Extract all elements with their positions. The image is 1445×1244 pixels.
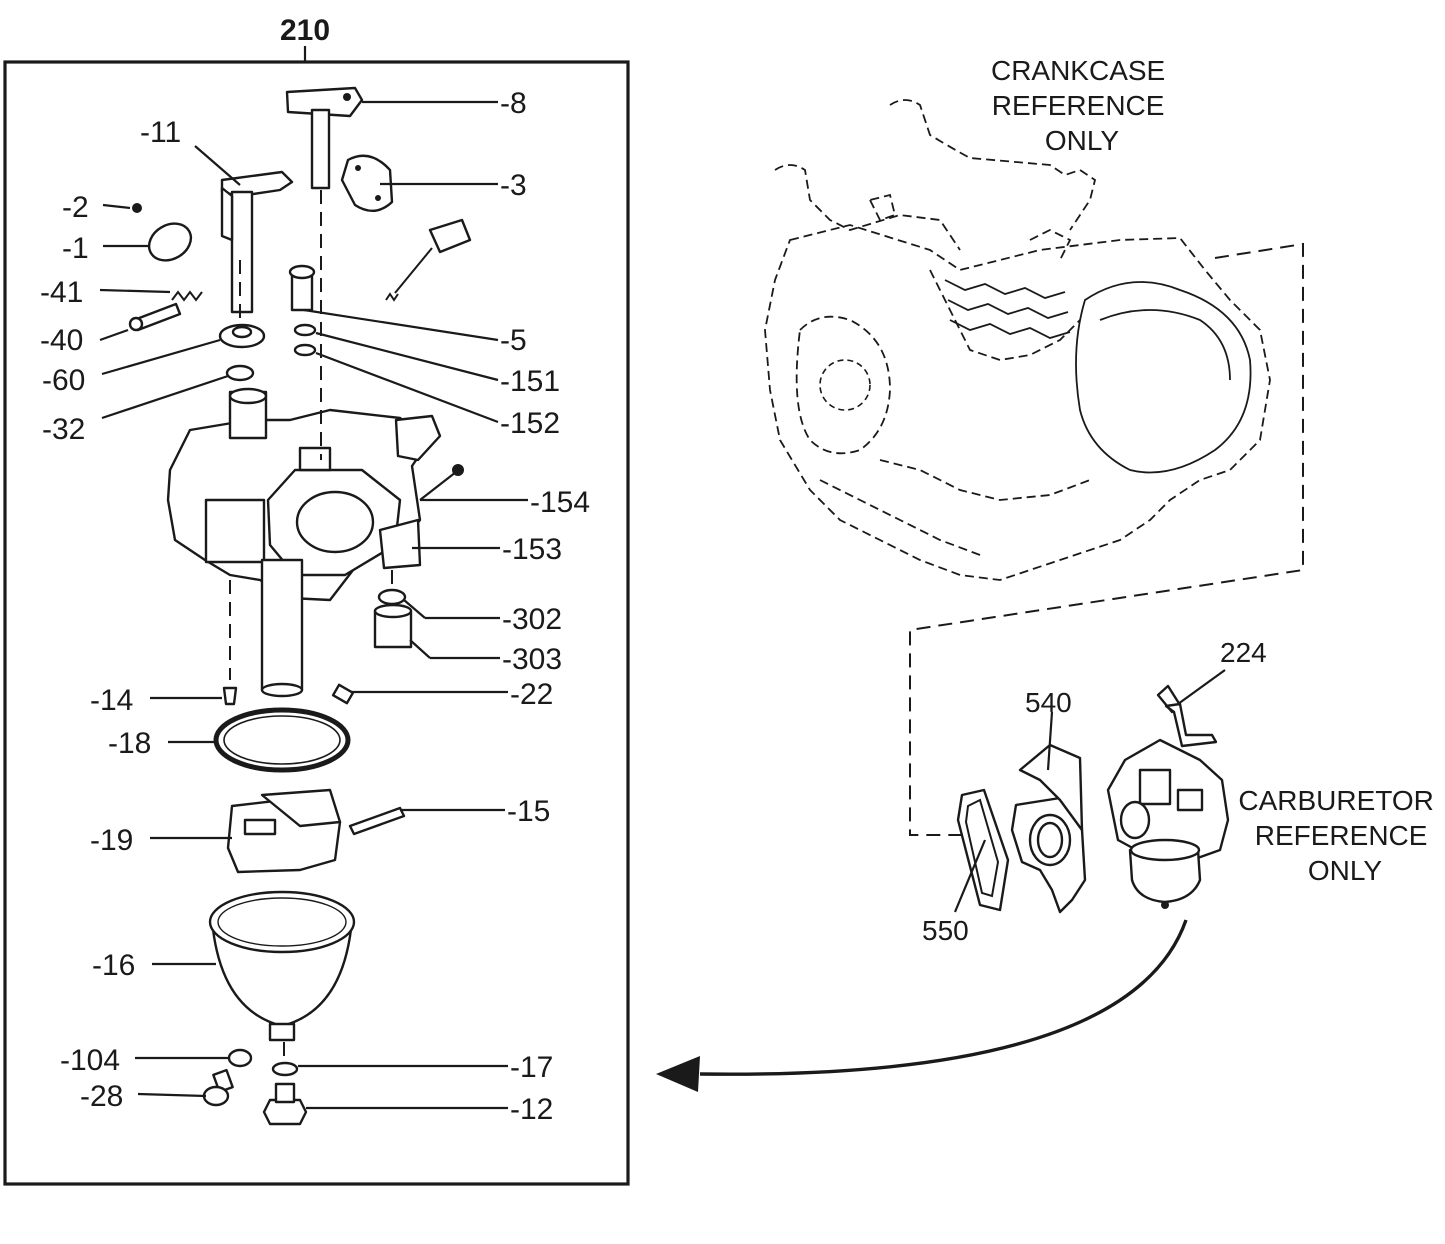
carburetor-reference: CARBURETOR REFERENCE ONLY <box>922 637 1441 946</box>
callout-152: -152 <box>500 407 560 440</box>
washer-104-part <box>227 1048 253 1068</box>
callout-550: 550 <box>922 915 969 946</box>
callout-5: -5 <box>500 324 527 357</box>
callout-labels: -8 -11 -3 -2 -1 -41 -5 -40 -151 -60 -152… <box>40 87 590 1126</box>
choke-plate-part <box>340 154 394 212</box>
reference-arrow <box>656 919 1188 1092</box>
callout-153: -153 <box>502 533 562 566</box>
bowl-gasket-18-part <box>213 707 351 773</box>
callout-151: -151 <box>500 365 560 398</box>
callout-40: -40 <box>40 324 83 357</box>
oring-302-part <box>377 588 407 606</box>
callout-303: -303 <box>502 643 562 676</box>
callout-302: -302 <box>502 603 562 636</box>
drain-screw-28-part <box>202 1068 234 1107</box>
assembly-frame: 210 <box>3 14 630 1186</box>
callout-17: -17 <box>510 1051 553 1084</box>
crankcase-note: CRANKCASE REFERENCE ONLY <box>991 55 1173 156</box>
callout-28: -28 <box>80 1080 123 1113</box>
callout-19: -19 <box>90 824 133 857</box>
bushing-60-part <box>218 323 266 349</box>
oring-32-part <box>225 364 255 382</box>
callout-154: -154 <box>530 486 590 519</box>
carburetor-ref-part <box>1106 738 1230 909</box>
callout-22: -22 <box>510 678 553 711</box>
lever-224-part <box>1156 684 1218 748</box>
callout-11: -11 <box>140 116 181 149</box>
float-bowl-16-part <box>208 890 356 1042</box>
callout-12: -12 <box>510 1093 553 1126</box>
idle-jet-part <box>288 264 317 357</box>
screw-2-part <box>132 203 142 213</box>
needle-part <box>385 218 472 302</box>
callout-1: -1 <box>62 232 89 265</box>
choke-shaft-part <box>285 86 364 190</box>
callout-41: -41 <box>40 276 83 309</box>
bowl-nut-12-part <box>262 1082 308 1126</box>
idle-screw-40-part <box>128 302 182 332</box>
spacer-540-part <box>1010 743 1087 914</box>
callout-224: 224 <box>1220 637 1267 668</box>
callout-60: -60 <box>42 364 85 397</box>
washer-17-part <box>271 1061 299 1077</box>
callout-3: -3 <box>500 169 527 202</box>
float-19-part <box>226 788 342 874</box>
assembly-number: 210 <box>280 14 330 47</box>
throttle-shaft-part <box>220 170 294 314</box>
callout-32: -32 <box>42 413 85 446</box>
throttle-plate-part <box>147 222 193 262</box>
callout-104: -104 <box>60 1044 120 1077</box>
callout-540: 540 <box>1025 687 1072 718</box>
screw-22-part <box>331 683 355 705</box>
spring-41-part <box>171 290 203 302</box>
exploded-parts <box>128 86 472 1126</box>
fuel-jet-303-part <box>373 603 413 649</box>
callout-18: -18 <box>108 727 151 760</box>
callout-14: -14 <box>90 684 133 717</box>
crankcase-reference: CRANKCASE REFERENCE ONLY <box>764 55 1304 836</box>
needle-14-part <box>222 686 238 706</box>
callout-15: -15 <box>507 795 550 828</box>
callout-16: -16 <box>92 949 135 982</box>
carburetor-note: CARBURETOR REFERENCE ONLY <box>1238 785 1441 886</box>
carburetor-body-part <box>166 387 464 698</box>
float-pin-15-part <box>348 806 406 836</box>
callout-8: -8 <box>500 87 527 120</box>
callout-2: -2 <box>62 191 89 224</box>
